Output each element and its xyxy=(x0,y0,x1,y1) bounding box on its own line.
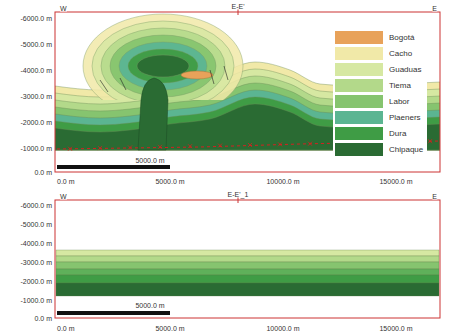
rock-layer xyxy=(56,269,439,275)
detachment-mark xyxy=(218,144,222,148)
legend-swatch xyxy=(335,111,383,124)
rock-layer xyxy=(56,283,439,296)
axis-label: -5000.0 m xyxy=(20,41,52,48)
scale-bar xyxy=(57,165,170,169)
axis-label: W xyxy=(60,193,67,200)
section-frame xyxy=(55,200,440,318)
fault-line xyxy=(120,78,126,90)
axis-label: E-E'_1 xyxy=(228,191,249,198)
axis-label: -5000.0 m xyxy=(20,221,52,228)
detachment-mark xyxy=(98,146,102,150)
legend-swatch xyxy=(335,143,383,156)
axis-label: 5000.0 m xyxy=(135,157,164,164)
detachment-mark xyxy=(158,145,162,149)
axis-label: -2000.0 m xyxy=(20,119,52,126)
axis-label: E-E' xyxy=(231,3,244,10)
legend-text: Plaeners xyxy=(389,113,421,122)
rock-layer xyxy=(56,262,439,269)
legend-row: Bogotá xyxy=(335,29,423,45)
legend-swatch xyxy=(335,47,383,60)
detachment-mark xyxy=(128,145,132,149)
axis-label: -3000.0 m xyxy=(20,259,52,266)
axis-label: 10000.0 m xyxy=(266,325,299,332)
fault-line xyxy=(210,70,214,84)
axis-label: -6000.0 m xyxy=(20,202,52,209)
bottom-section xyxy=(56,250,439,296)
legend-text: Guaduas xyxy=(389,65,421,74)
scale-bar xyxy=(57,311,170,315)
axis-label: -3000.0 m xyxy=(20,93,52,100)
axis-label: -6000.0 m xyxy=(20,15,52,22)
axis-label: -2000.0 m xyxy=(20,278,52,285)
rock-layer xyxy=(56,250,439,256)
legend-row: Plaeners xyxy=(335,109,423,125)
detachment-mark xyxy=(278,142,282,146)
rock-layer xyxy=(56,256,439,262)
legend-swatch xyxy=(335,63,383,76)
legend-text: Dura xyxy=(389,129,406,138)
detachment-mark xyxy=(308,142,312,146)
legend-swatch xyxy=(335,31,383,44)
axis-label: 15000.0 m xyxy=(379,325,412,332)
frame-tick xyxy=(238,9,239,15)
top-section xyxy=(55,14,440,151)
legend-text: Labor xyxy=(389,97,409,106)
legend-row: Guaduas xyxy=(335,61,423,77)
axis-label: 5000.0 m xyxy=(155,178,184,185)
axis-label: W xyxy=(60,5,67,12)
axis-label: E xyxy=(432,193,437,200)
axis-label: 0.0 m xyxy=(34,169,52,176)
axis-label: -4000.0 m xyxy=(20,67,52,74)
axis-label: 15000.0 m xyxy=(379,178,412,185)
legend-row: Tiema xyxy=(335,77,423,93)
detachment-mark xyxy=(248,143,252,147)
axis-label: 0.0 m xyxy=(57,178,75,185)
bogota-lens xyxy=(181,71,213,79)
legend-row: Labor xyxy=(335,93,423,109)
legend-row: Cacho xyxy=(335,45,423,61)
fold-layer xyxy=(137,55,189,77)
diapir-stem xyxy=(138,78,168,150)
axis-label: -1000.0 m xyxy=(20,297,52,304)
legend-text: Bogotá xyxy=(389,33,414,42)
legend: BogotáCachoGuaduasTiemaLaborPlaenersDura… xyxy=(333,27,427,159)
axis-label: 0.0 m xyxy=(34,315,52,322)
detachment-mark xyxy=(428,139,432,143)
detachment-mark xyxy=(68,147,72,151)
legend-swatch xyxy=(335,79,383,92)
legend-text: Tiema xyxy=(389,81,411,90)
detachment-mark xyxy=(188,144,192,148)
axis-label: E xyxy=(432,5,437,12)
legend-row: Chipaque xyxy=(335,141,423,157)
legend-text: Chipaque xyxy=(389,145,423,154)
fault-line xyxy=(100,80,108,92)
axis-label: 0.0 m xyxy=(57,325,75,332)
rock-layer xyxy=(56,275,439,283)
axis-label: -1000.0 m xyxy=(20,145,52,152)
legend-swatch xyxy=(335,127,383,140)
axis-label: -4000.0 m xyxy=(20,240,52,247)
axis-label: 5000.0 m xyxy=(155,325,184,332)
axis-label: 10000.0 m xyxy=(266,178,299,185)
frame-tick xyxy=(238,197,239,203)
section-frame xyxy=(55,12,440,172)
legend-swatch xyxy=(335,95,383,108)
legend-text: Cacho xyxy=(389,49,412,58)
axis-label: 5000.0 m xyxy=(135,302,164,309)
fold-layer xyxy=(119,42,207,90)
fault-line xyxy=(224,66,228,80)
legend-row: Dura xyxy=(335,125,423,141)
